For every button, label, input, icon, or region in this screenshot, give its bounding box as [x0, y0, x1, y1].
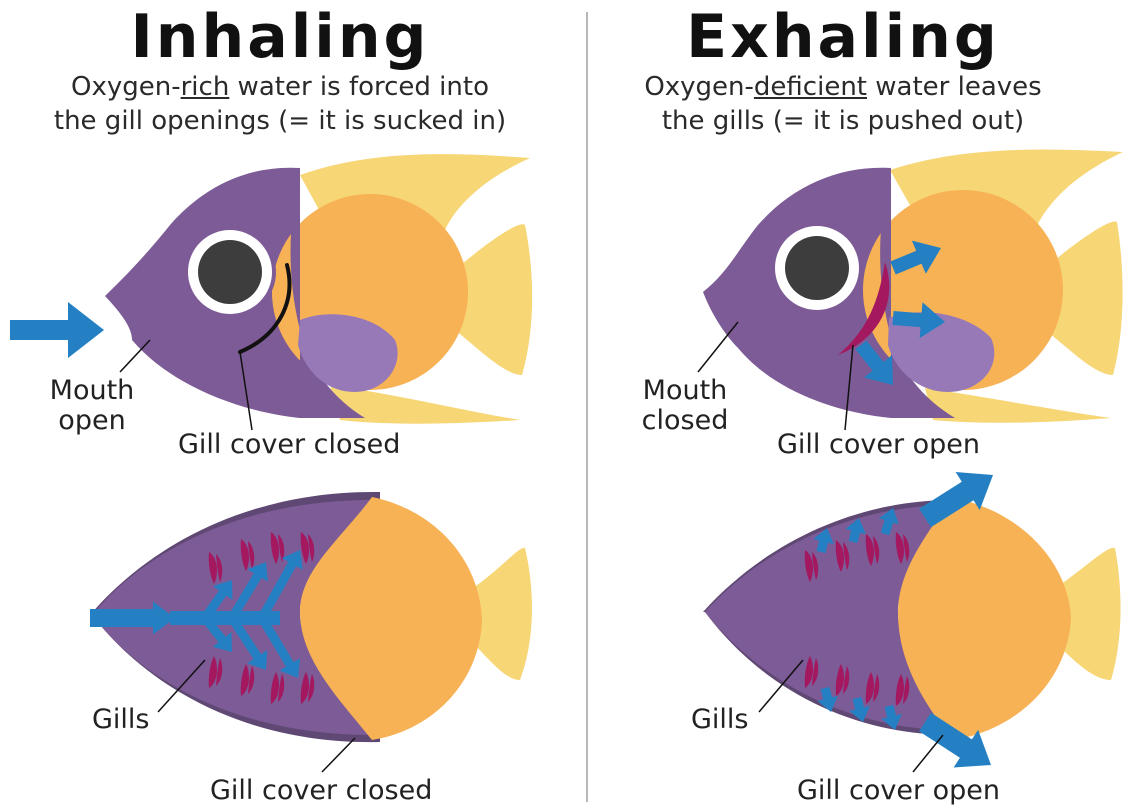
- gill-cover-label-top: Gill cover closed: [178, 430, 400, 460]
- mouth-leader-line: [120, 340, 150, 372]
- eye-pupil: [785, 236, 849, 300]
- gills-label: Gills: [691, 705, 749, 735]
- mouth-label-line1: Mouth: [643, 375, 728, 406]
- inhaling-panel: Inhaling Oxygen-rich water is forced int…: [0, 0, 560, 812]
- gill-cover-label-top: Gill cover open: [777, 430, 980, 460]
- mouth-label-line2: closed: [642, 405, 729, 436]
- mouth-label: Mouth closed: [635, 376, 735, 436]
- side-view-fish: [105, 154, 532, 424]
- gills-label: Gills: [92, 705, 150, 735]
- mouth-leader-line: [698, 322, 738, 372]
- gill-cover-label-bottom: Gill cover closed: [210, 776, 432, 806]
- mouth-label-line2: open: [58, 405, 125, 436]
- inflow-arrow-icon: [10, 302, 104, 358]
- exhaling-panel: Exhaling Oxygen-deficient water leaves t…: [563, 0, 1123, 812]
- eye-pupil: [198, 240, 262, 304]
- gill-cover-bottom-leader-line: [322, 738, 355, 772]
- mouth-label-line1: Mouth: [50, 375, 135, 406]
- gill-cover-label-bottom: Gill cover open: [797, 776, 1000, 806]
- side-view-fish: [703, 150, 1123, 423]
- mouth-label: Mouth open: [42, 376, 142, 436]
- gill-cover-bottom-leader-line: [913, 735, 943, 772]
